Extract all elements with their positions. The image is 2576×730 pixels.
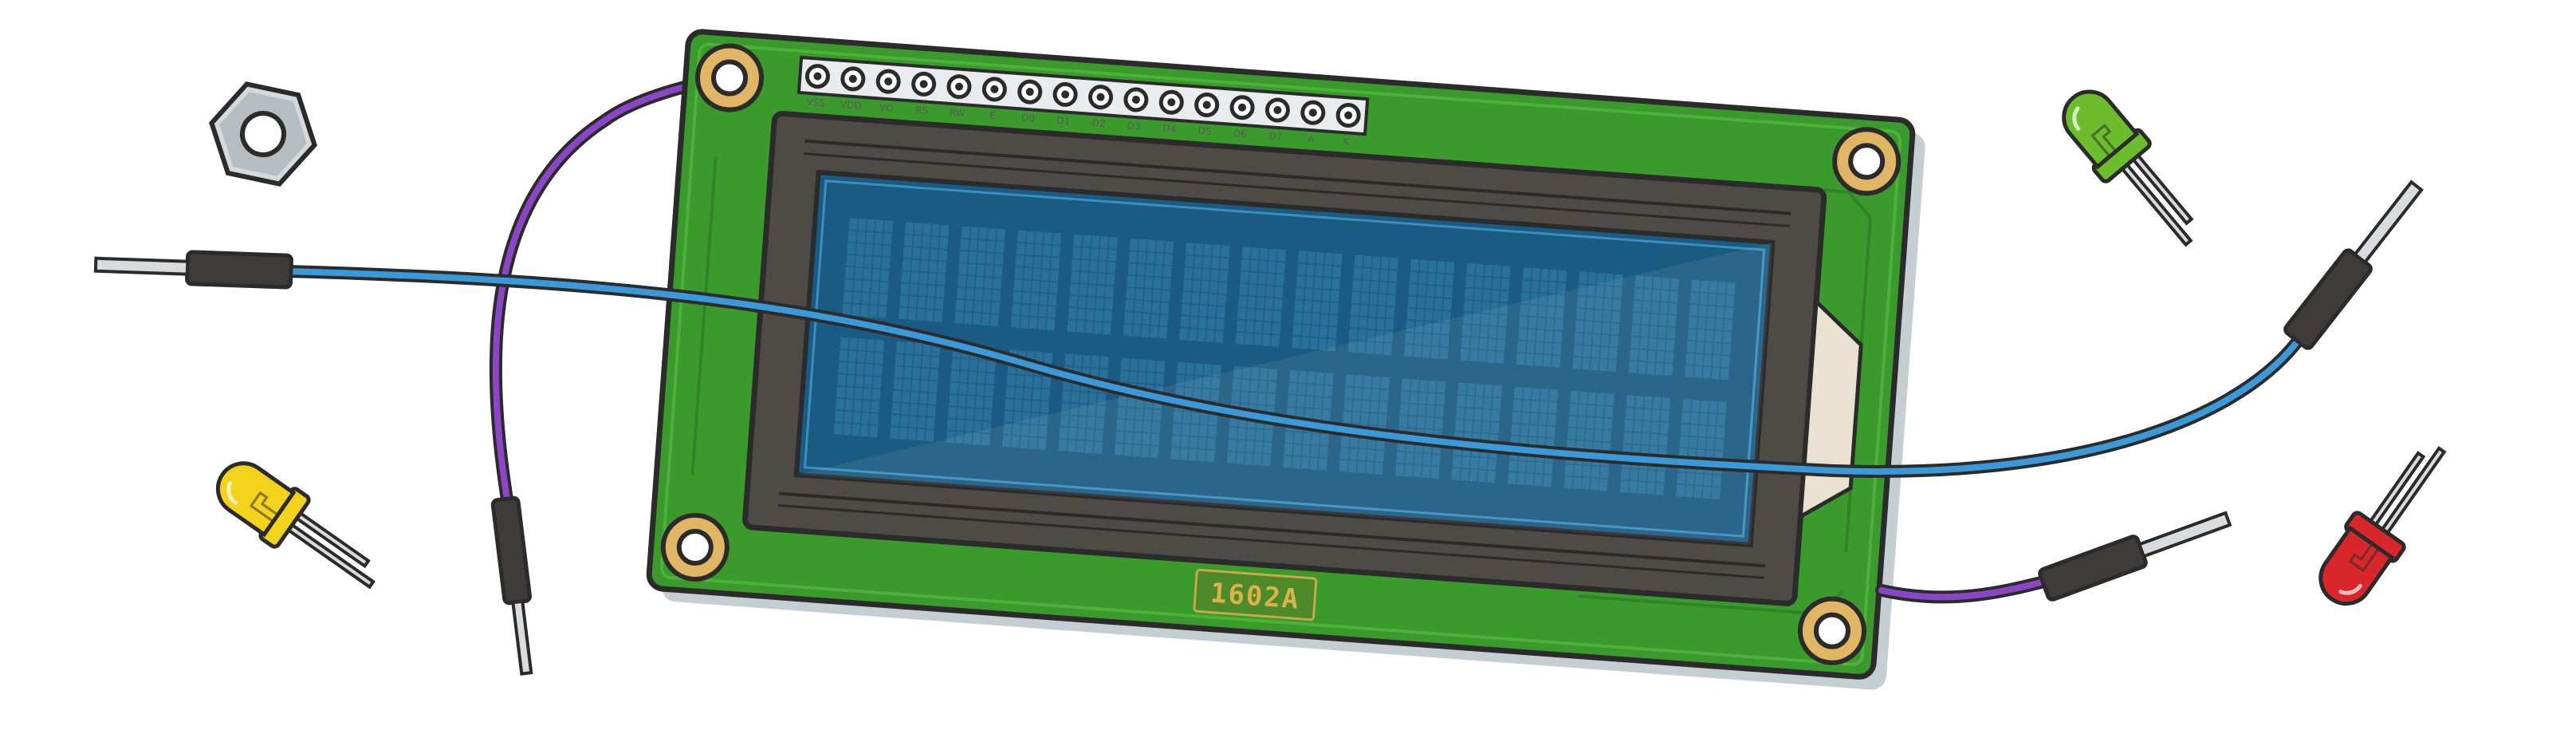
header-pin xyxy=(981,77,1007,102)
header-pin xyxy=(946,74,972,100)
header-pin xyxy=(1264,97,1290,123)
pin-label: E xyxy=(989,110,997,122)
character-cell xyxy=(1114,357,1166,459)
character-cell xyxy=(1628,275,1680,377)
pin-label: D7 xyxy=(1268,130,1283,142)
pin-label: A xyxy=(1308,133,1316,145)
model-label: 1602A xyxy=(1209,577,1301,615)
character-cell xyxy=(842,218,894,318)
pin-label: D1 xyxy=(1056,115,1071,127)
pin-label: D3 xyxy=(1127,120,1142,132)
header-pin xyxy=(1123,87,1149,112)
pin-label: VSS xyxy=(806,97,825,109)
character-cell xyxy=(1516,267,1567,368)
pin-label: K xyxy=(1343,136,1351,148)
character-cell xyxy=(1339,374,1390,475)
pin-label: D4 xyxy=(1162,123,1177,135)
character-cell xyxy=(1619,395,1671,495)
character-cell xyxy=(1507,386,1559,487)
header-pin xyxy=(804,64,830,89)
character-cell xyxy=(1010,230,1062,331)
character-cell xyxy=(1179,243,1230,343)
header-pin xyxy=(911,71,937,97)
character-cell xyxy=(1347,255,1398,356)
blue-jumper-wire xyxy=(93,180,2424,478)
red-led xyxy=(2318,446,2447,606)
pin-label: VO xyxy=(879,101,894,113)
jumper-connector xyxy=(2038,511,2232,602)
character-cell xyxy=(1451,382,1502,483)
backlight-connector xyxy=(1798,297,1863,520)
screen-glare xyxy=(796,242,1773,545)
pin-label: D6 xyxy=(1233,128,1248,140)
header-pin xyxy=(1017,79,1043,105)
character-cell xyxy=(946,345,997,446)
character-cell xyxy=(890,341,941,442)
header-pin xyxy=(1300,100,1326,125)
header-pin xyxy=(840,66,866,92)
character-cell xyxy=(1283,370,1334,471)
pin-header: VSS VDD VO RS RW E D0 D1 D2 D3 D4 D5 D6 D7 A K xyxy=(796,55,1370,148)
header-pin xyxy=(1335,102,1361,128)
jumper-connector xyxy=(490,495,533,676)
mounting-hole xyxy=(660,512,730,582)
green-led xyxy=(2062,89,2194,247)
character-cell xyxy=(1572,271,1623,372)
character-cell xyxy=(1685,279,1736,381)
character-grid xyxy=(833,218,1736,499)
header-pin xyxy=(1088,85,1114,110)
header-pin xyxy=(1229,95,1255,120)
character-cell xyxy=(1123,238,1174,339)
character-cell xyxy=(1563,390,1614,491)
lcd-module: VSS VDD VO RS RW E D0 D1 D2 D3 D4 D5 D6 D7 A K 1602A xyxy=(646,29,1925,690)
jumper-connector xyxy=(93,250,293,290)
character-cell xyxy=(1403,258,1455,360)
pin-label: D0 xyxy=(1021,112,1035,124)
character-cell xyxy=(1235,247,1287,347)
header-pin xyxy=(875,69,901,94)
yellow-led xyxy=(215,461,376,590)
header-pin xyxy=(1158,89,1184,115)
mounting-hole xyxy=(1832,127,1902,196)
character-cell xyxy=(1170,361,1221,463)
character-cell xyxy=(833,337,885,438)
header-pin xyxy=(1194,92,1220,117)
character-cell xyxy=(1676,399,1727,499)
pin-label: RS xyxy=(915,105,929,116)
mounting-hole xyxy=(695,43,765,112)
pin-label: D5 xyxy=(1198,125,1212,137)
pin-label: VDD xyxy=(840,99,863,112)
character-cell xyxy=(899,222,950,322)
character-cell xyxy=(1460,262,1511,364)
pin-label: RW xyxy=(949,107,966,119)
jumper-connector xyxy=(2283,180,2424,350)
header-pin xyxy=(1052,81,1078,107)
character-cell xyxy=(1292,251,1343,352)
pin-label: D2 xyxy=(1091,117,1106,129)
character-cell xyxy=(954,226,1005,327)
character-cell xyxy=(1395,378,1446,479)
mounting-hole xyxy=(1797,596,1866,665)
purple-jumper-wire-end xyxy=(1875,511,2232,604)
hex-nut-icon xyxy=(209,81,317,187)
character-cell xyxy=(1067,234,1118,335)
